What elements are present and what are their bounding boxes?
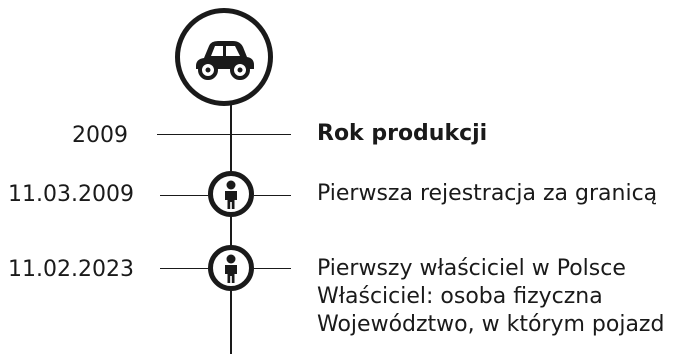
person-icon xyxy=(208,171,254,217)
person-icon xyxy=(208,245,254,291)
event-date: 11.02.2023 xyxy=(8,257,134,282)
event-connector xyxy=(231,134,291,135)
event-connector xyxy=(254,195,291,196)
date-connector xyxy=(157,134,231,135)
event-connector xyxy=(254,268,291,269)
event-detail: Właściciel: osoba fizyczna xyxy=(317,284,603,309)
event-title: Pierwsza rejestracja za granicą xyxy=(317,181,658,206)
event-date: 2009 xyxy=(72,123,128,148)
event-date: 11.03.2009 xyxy=(8,182,134,207)
date-connector xyxy=(160,268,208,269)
event-title: Rok produkcji xyxy=(317,121,488,146)
date-connector xyxy=(160,195,208,196)
car-icon xyxy=(175,8,273,106)
event-title: Pierwszy właściciel w Polsce xyxy=(317,256,626,281)
event-detail: Województwo, w którym pojazd xyxy=(317,312,665,337)
timeline-line xyxy=(230,100,232,354)
